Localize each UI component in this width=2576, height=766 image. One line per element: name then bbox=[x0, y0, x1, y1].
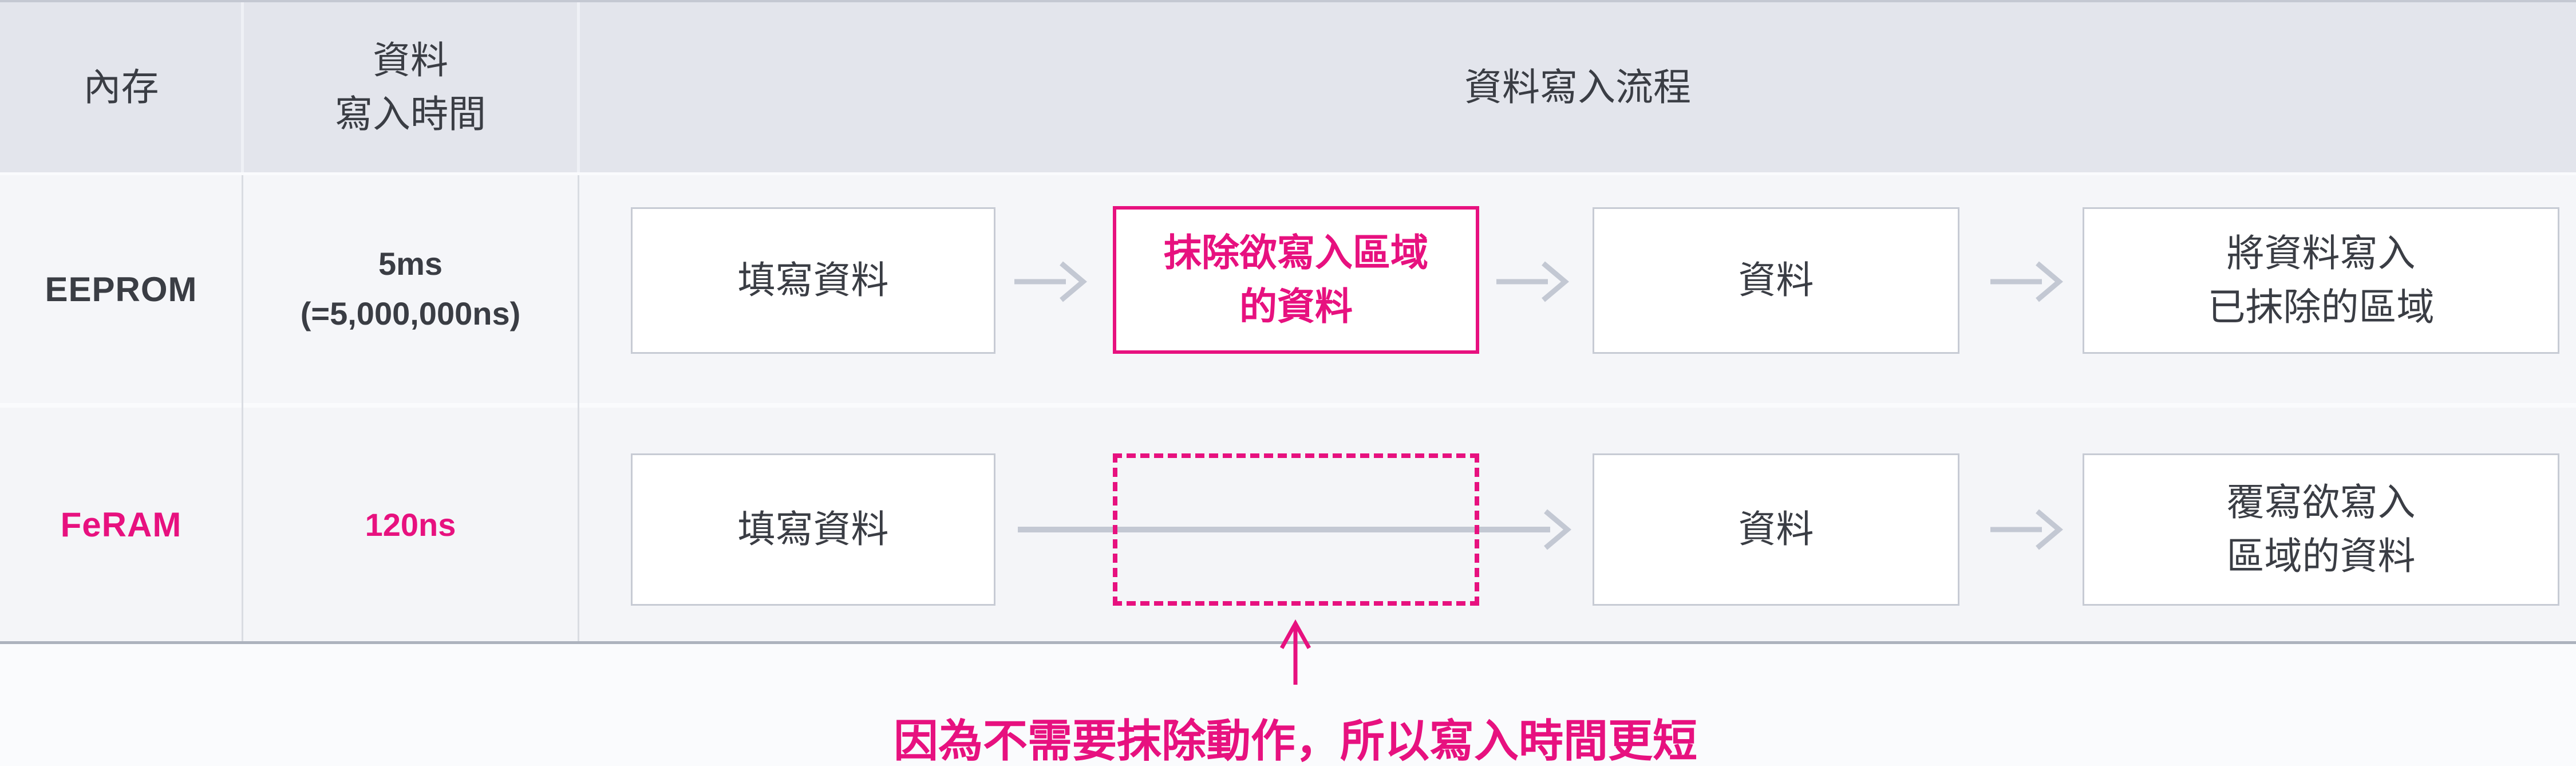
header-flow: 資料寫入流程 bbox=[1464, 65, 1691, 108]
long-flow-arrow-icon bbox=[1018, 509, 1571, 550]
flow-arrow-icon bbox=[1990, 261, 2063, 302]
feram-step-overwrite: 覆寫欲寫入 區域的資料 bbox=[2083, 453, 2559, 606]
eeprom-step-fill-data: 填寫資料 bbox=[631, 207, 995, 354]
flow-arrow-icon bbox=[1496, 261, 1569, 302]
header-memory: 內存 bbox=[83, 65, 159, 108]
eeprom-time-ns: (=5,000,000ns) bbox=[300, 295, 521, 331]
header-write-time-line1: 資料 bbox=[373, 38, 448, 81]
eeprom-time-value: 5ms bbox=[378, 246, 443, 282]
up-arrow-icon bbox=[1279, 619, 1311, 685]
eeprom-label: EEPROM bbox=[45, 270, 197, 309]
overwrite-line1: 覆寫欲寫入 bbox=[2226, 481, 2416, 524]
erase-line1: 抹除欲寫入區域 bbox=[1164, 231, 1428, 274]
table-bottom-border bbox=[0, 641, 2576, 644]
feram-step-fill-data: 填寫資料 bbox=[631, 453, 995, 606]
feram-write-time: 120ns bbox=[365, 506, 456, 543]
feram-skipped-erase-box bbox=[1113, 453, 1479, 606]
table-top-border bbox=[0, 0, 2576, 2]
feram-label: FeRAM bbox=[60, 505, 182, 544]
eeprom-write-time: 5ms (=5,000,000ns) bbox=[244, 175, 577, 403]
column-divider bbox=[578, 175, 579, 641]
annotation-text: 因為不需要抹除動作，所以寫入時間更短 bbox=[893, 716, 1698, 766]
column-divider bbox=[577, 2, 580, 172]
flow-arrow-icon bbox=[1990, 509, 2063, 550]
table-header-band bbox=[0, 2, 2576, 172]
header-write-time-line2: 寫入時間 bbox=[335, 92, 486, 135]
column-divider bbox=[241, 2, 244, 172]
erase-line2: 的資料 bbox=[1239, 285, 1353, 327]
header-write-time: 資料 寫入時間 bbox=[244, 2, 577, 172]
write-erased-line1: 將資料寫入 bbox=[2226, 232, 2416, 275]
overwrite-line2: 區域的資料 bbox=[2226, 535, 2416, 577]
write-erased-line2: 已抹除的區域 bbox=[2207, 286, 2435, 328]
eeprom-step-write-erased: 將資料寫入 已抹除的區域 bbox=[2083, 207, 2559, 354]
flow-arrow-icon bbox=[1014, 261, 1087, 302]
eeprom-step-data: 資料 bbox=[1593, 207, 1959, 354]
eeprom-step-erase-region: 抹除欲寫入區域 的資料 bbox=[1113, 206, 1479, 354]
feram-step-data: 資料 bbox=[1593, 453, 1959, 606]
column-divider bbox=[242, 175, 243, 641]
